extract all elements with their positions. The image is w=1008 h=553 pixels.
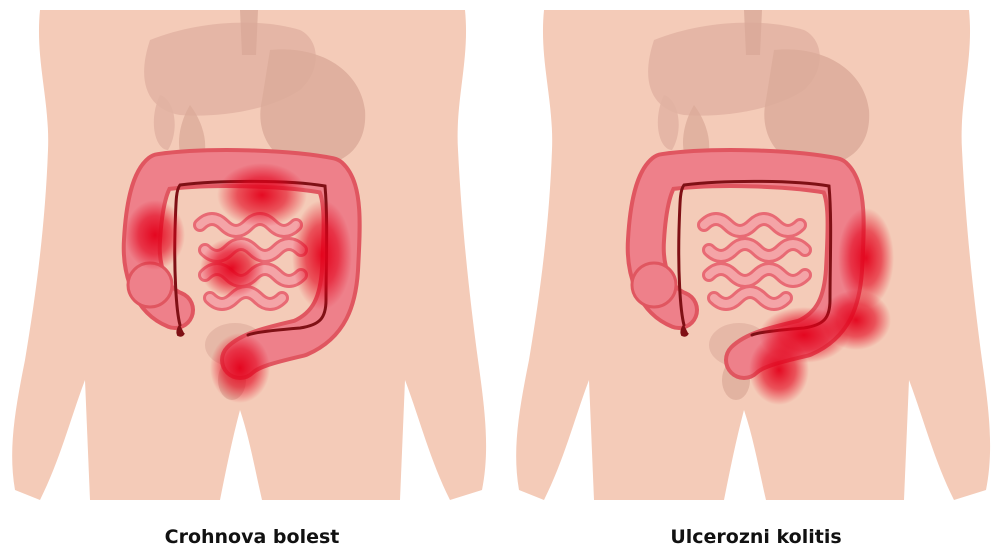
ulcerative-colitis-caption: Ulcerozni kolitis (504, 526, 1008, 548)
crohns-caption: Crohnova bolest (0, 526, 504, 548)
crohns-torso-illustration (0, 0, 504, 520)
ulcerative-colitis-torso-illustration (504, 0, 1008, 520)
ulcerative-colitis-panel: Ulcerozni kolitis (504, 0, 1008, 553)
crohns-panel: Crohnova bolest (0, 0, 504, 553)
